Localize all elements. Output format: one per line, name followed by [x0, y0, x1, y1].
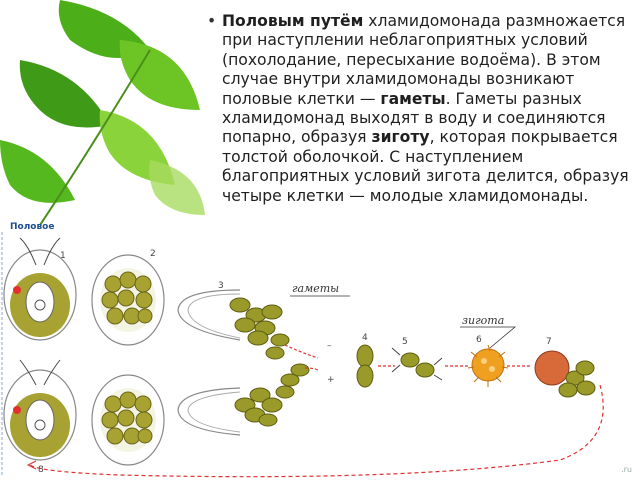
bullet-paragraph: Половым путём хламидомонада размножается… [207, 12, 634, 206]
leaf-shape [149, 160, 205, 215]
arrow-top [284, 344, 319, 359]
label-gametes: гаметы [292, 282, 339, 295]
leaf-shape [19, 60, 110, 128]
cell-2-top [91, 254, 165, 346]
cell-2-bottom [91, 374, 165, 466]
arrow-bottom [304, 367, 319, 371]
number-1: 1 [60, 251, 66, 261]
number-3: 3 [218, 281, 224, 291]
para-text-1: хламидомонада размножается при наступлен… [222, 12, 626, 108]
number-6: 6 [476, 335, 482, 345]
leaf-shape [0, 140, 75, 203]
number-5: 5 [402, 337, 408, 347]
para-text-2: . Гаметы разных хламидомонад выходят в в… [222, 89, 606, 147]
fusing-gametes-4 [356, 344, 374, 388]
term-zygote: зиготу [371, 128, 430, 147]
term-sexual: Половым путём [222, 12, 364, 30]
leaf-shape [119, 40, 200, 110]
text-block: Половым путём хламидомонада размножается… [204, 12, 634, 206]
zygote [467, 344, 509, 387]
cell-1-bottom [3, 359, 77, 461]
return-arrowhead [26, 460, 37, 470]
number-8: 8 [38, 465, 44, 475]
watermark: .ru [621, 465, 632, 474]
stem [39, 49, 151, 225]
sign-plus: + [327, 375, 335, 385]
burst-cell-top [177, 289, 241, 341]
number-7: 7 [546, 337, 552, 347]
number-2: 2 [150, 249, 156, 259]
burst-cell-bottom [177, 387, 241, 436]
zygote-dividing-7 [534, 350, 596, 398]
fusing-gametes-5 [391, 347, 443, 381]
sign-minus: – [327, 341, 332, 351]
return-arrow [29, 384, 604, 478]
diagram-caption: Половое [10, 222, 55, 232]
gametes-top [229, 297, 290, 360]
para-text-3: , которая покрывается толстой оболочкой.… [222, 128, 629, 205]
leaves-decoration [0, 0, 205, 225]
number-4: 4 [362, 333, 368, 343]
cell-1-top [3, 237, 77, 341]
gametes-bottom [234, 363, 310, 427]
label-zygote: зигота [462, 314, 504, 327]
reproduction-diagram: 1 2 3 [1, 232, 604, 478]
label-zygote-line [460, 326, 517, 349]
term-gametes: гаметы [380, 89, 446, 108]
